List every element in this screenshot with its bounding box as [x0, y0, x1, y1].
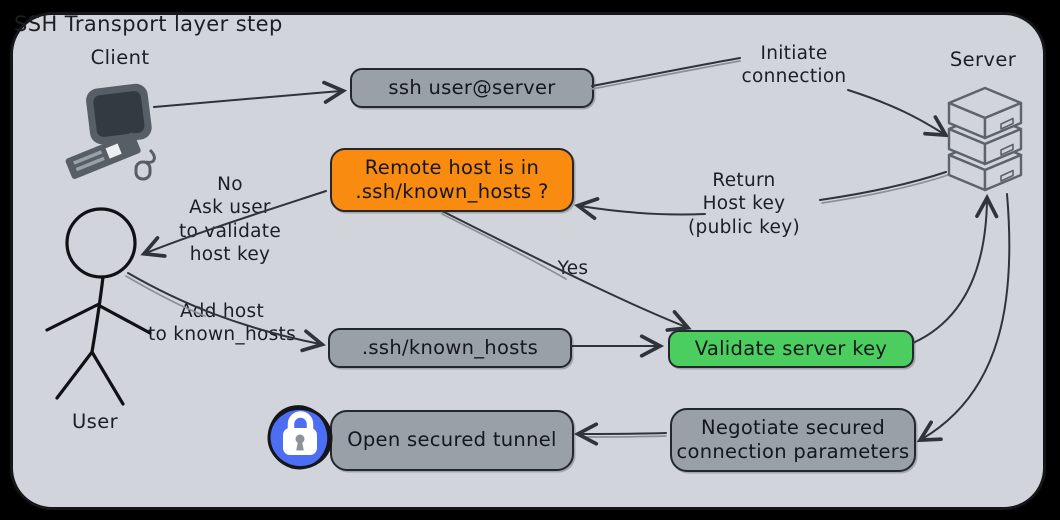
diagram-title: SSH Transport layer step	[14, 12, 283, 36]
client-label: Client	[90, 46, 150, 69]
edge-label-yes-branch: Yes	[557, 258, 589, 279]
edge-label-add-host: Add host to known_hosts	[147, 301, 297, 346]
server-label: Server	[949, 48, 1017, 71]
node-validate-server-key: Validate server key	[668, 330, 914, 368]
node-negotiate-parameters: Negotiate secured connection parameters	[670, 408, 916, 472]
edge-label-return-host-key: Return Host key (public key)	[688, 170, 800, 238]
node-open-secured-tunnel: Open secured tunnel	[330, 410, 574, 471]
edge-label-no-branch: No Ask user to validate host key	[178, 174, 282, 265]
edge-label-initiate-connection: Initiate connection	[741, 43, 847, 88]
node-ssh-command: ssh user@server	[350, 68, 594, 108]
node-known-hosts-file: .ssh/known_hosts	[328, 328, 572, 368]
node-remote-host-check: Remote host is in .ssh/known_hosts ?	[330, 148, 574, 212]
user-label: User	[71, 410, 119, 433]
